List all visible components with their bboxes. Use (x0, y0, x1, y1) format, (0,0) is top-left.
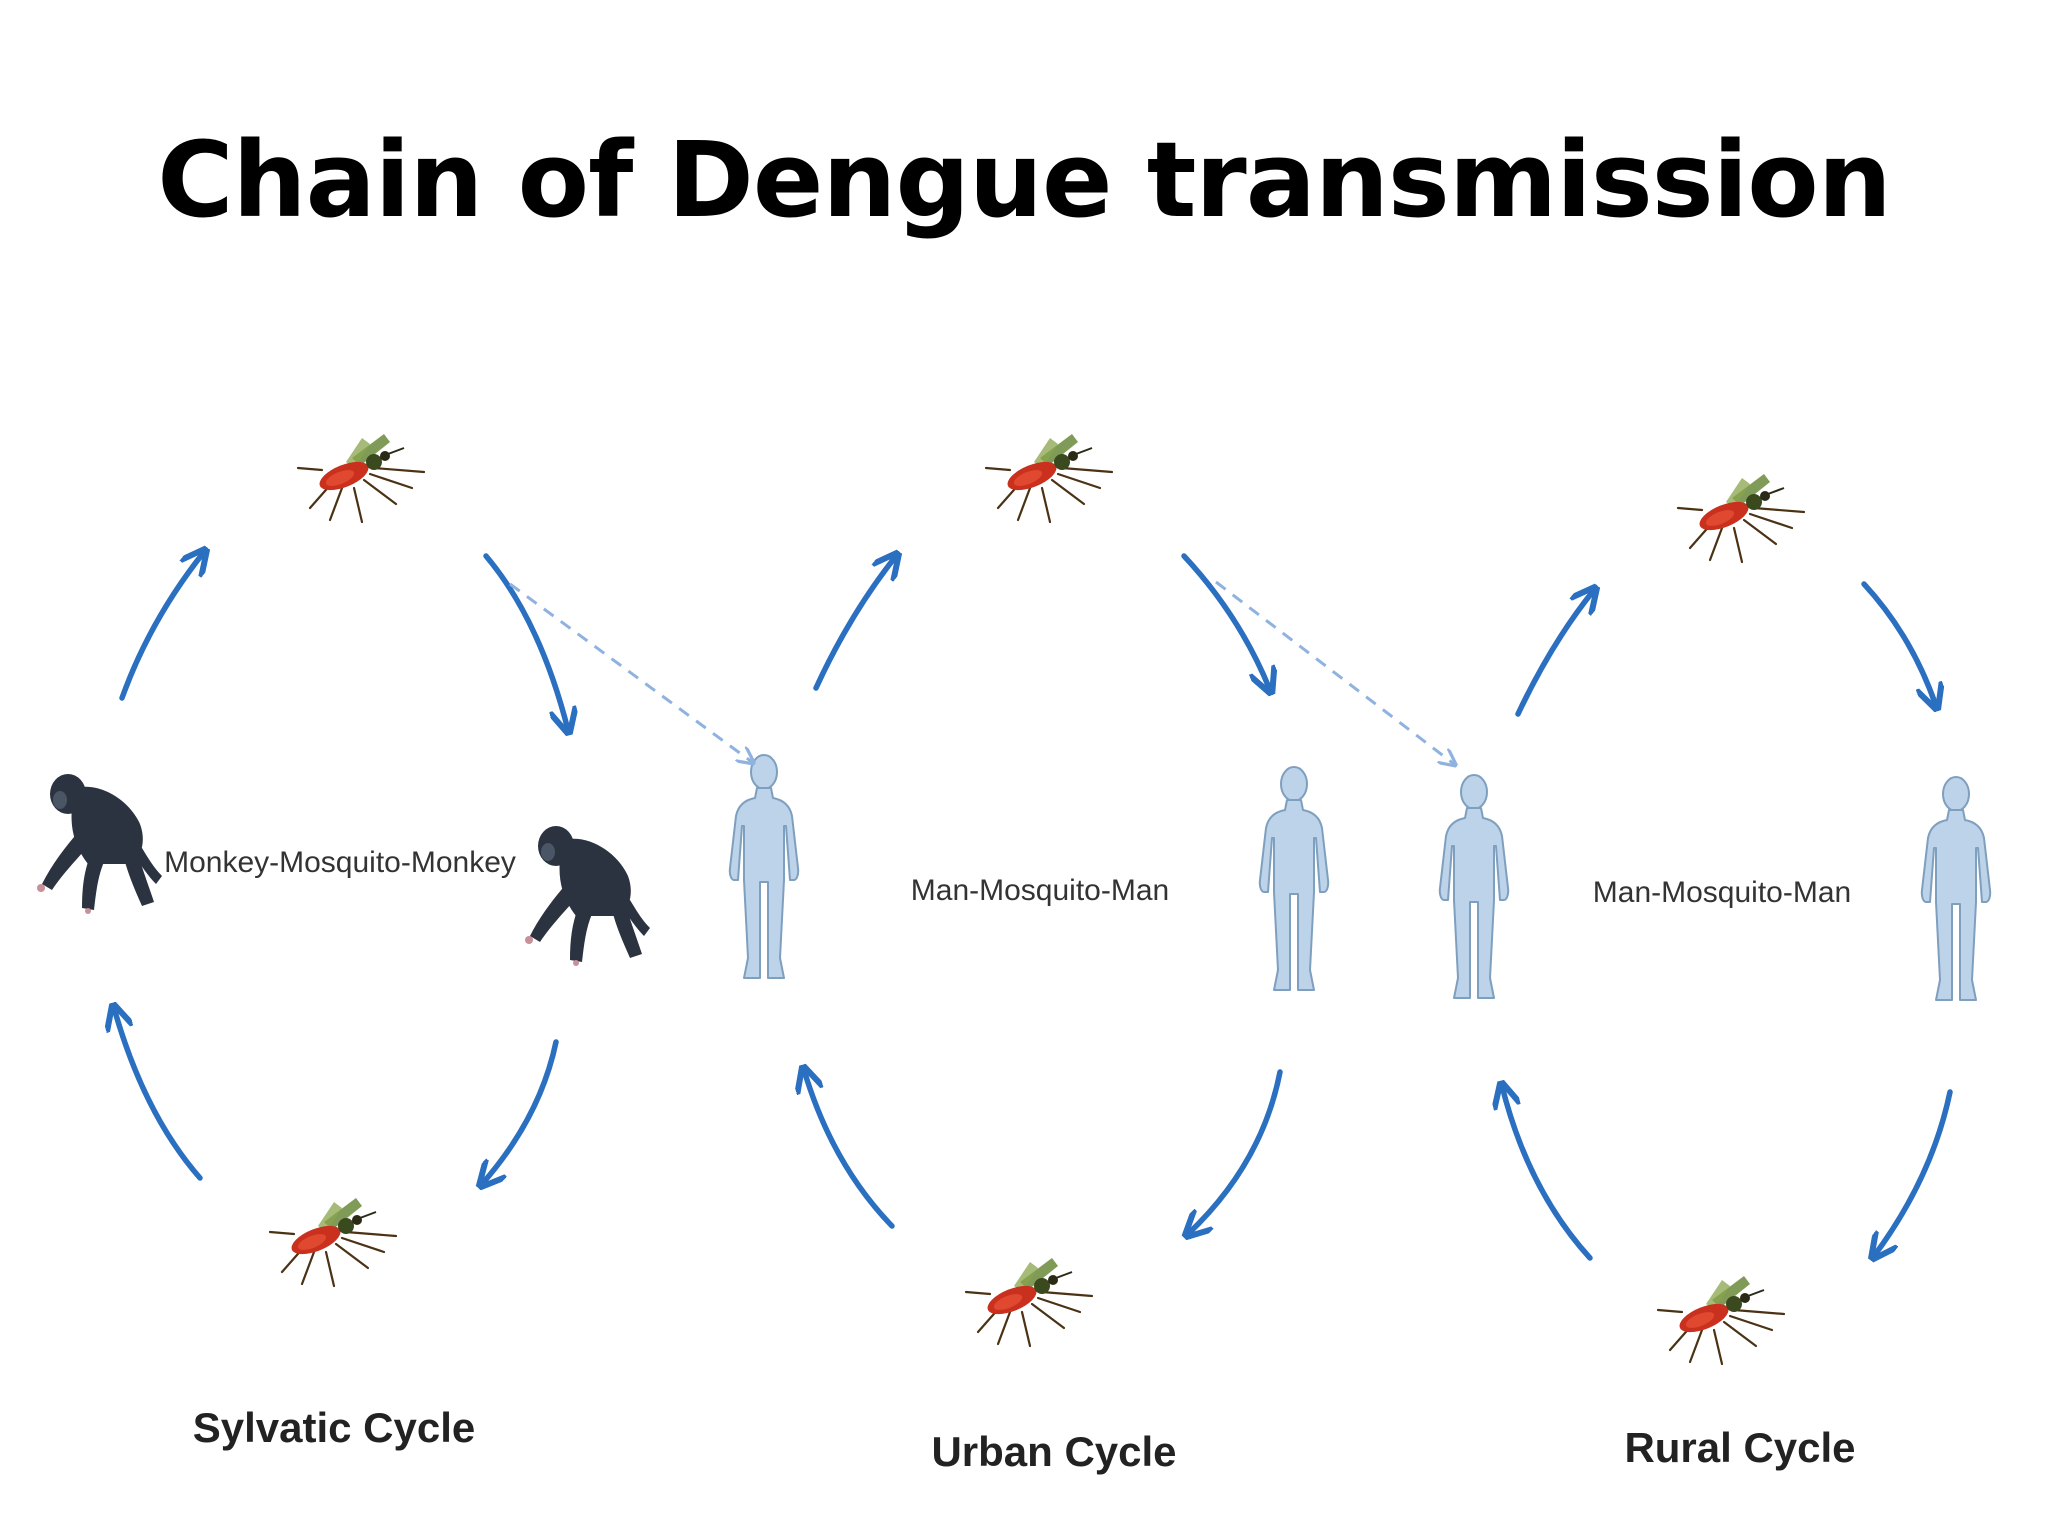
cycle-arrow (804, 1070, 895, 1229)
cycle-arrow (1861, 581, 1936, 706)
cycle-arrow (1515, 590, 1594, 717)
human-icon (1438, 774, 1510, 999)
mosquito-icon (964, 1256, 1094, 1348)
cycle-relation-label: Man-Mosquito-Man (1593, 876, 1851, 909)
cycle-name-label: Rural Cycle (1624, 1424, 1855, 1471)
mosquito-icon (984, 432, 1114, 524)
cycle-arrow (119, 552, 204, 701)
human-icon (1920, 776, 1992, 1001)
cycle-arrow (1502, 1086, 1593, 1261)
cycle-arrow (482, 1039, 559, 1184)
mosquito-icon (1656, 1274, 1786, 1366)
cycle-arrow (1874, 1089, 1953, 1256)
spillover-dashed-arrow (1215, 580, 1454, 764)
mosquito-icon (1676, 472, 1806, 564)
cycle-name-label: Urban Cycle (931, 1428, 1176, 1475)
human-icon (1258, 766, 1330, 991)
cycle-arrow (114, 1008, 203, 1181)
cycle-arrow (1181, 553, 1270, 690)
cycle-arrow (483, 553, 568, 730)
monkey-icon (37, 774, 162, 914)
human-icon (728, 754, 800, 979)
mosquito-icon (296, 432, 426, 524)
monkey-icon (525, 826, 650, 966)
slide-title: Chain of Dengue transmission (157, 119, 1892, 241)
cycle-arrow (1188, 1069, 1283, 1234)
cycle-relation-label: Man-Mosquito-Man (911, 874, 1169, 907)
spillover-dashed-arrow (509, 582, 752, 762)
mosquito-icon (268, 1196, 398, 1288)
cycle-name-label: Sylvatic Cycle (193, 1404, 476, 1451)
cycle-relation-label: Monkey-Mosquito-Monkey (164, 846, 516, 879)
cycle-arrow (813, 556, 896, 691)
